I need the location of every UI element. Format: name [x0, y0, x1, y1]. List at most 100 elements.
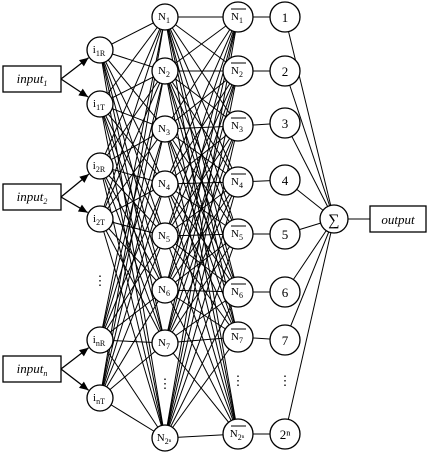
negated-neuron-label-main: N [230, 428, 238, 440]
node-circle [151, 424, 179, 452]
negated-neuron-label-sub: 2ⁿ [238, 433, 245, 442]
edge-input-0-to-n-7 [99, 49, 166, 439]
input-node-label: i2T [93, 213, 105, 227]
edge-input-5-to-n-4 [99, 235, 166, 399]
number-node-label: 2 [282, 64, 289, 79]
input-box-label-main: input [17, 361, 44, 376]
negated-neuron-label: N7 [231, 331, 243, 345]
node-circle [269, 55, 301, 87]
edge-n-2-to-nbar-0 [164, 16, 239, 130]
neuron-node-2: N2 [151, 57, 179, 85]
input-box-3: inputn [2, 355, 62, 383]
input-node-label: i2R [93, 160, 106, 174]
edge-input-5-to-n-6 [99, 342, 166, 399]
negated-neuron-label: N3 [231, 120, 243, 134]
negated-neuron-label-sub: 6 [239, 291, 243, 300]
input-node-label-sub: 2T [96, 218, 105, 227]
negated-neuron-label-main: N [231, 286, 239, 298]
node-circle [269, 324, 301, 356]
neuron-node-4: N4 [151, 170, 179, 198]
arrow-input-1-1-head [78, 57, 89, 67]
edge-n-7-to-nbar-0 [164, 16, 239, 439]
neuron-node-label-main: N [158, 123, 166, 135]
negated-neuron-label: N1 [231, 11, 243, 25]
output-box-frame [369, 205, 427, 233]
edge-input-3-to-n-1 [99, 70, 166, 220]
negated-neuron-label-sub: 4 [239, 181, 243, 190]
node-circle [269, 164, 301, 196]
number-node-label: 3 [282, 116, 289, 131]
negated-neuron-node-7: N7 [222, 321, 254, 353]
input-node-label-sub: nR [96, 339, 106, 348]
number-node-label: 5 [282, 227, 289, 242]
input-node-1: i1R [86, 36, 114, 64]
input-box-label: inputn [17, 361, 48, 378]
edge-n-3-to-nbar-0 [164, 16, 239, 185]
node-circle [86, 384, 114, 412]
neuron-node-label: N6 [158, 284, 170, 298]
input-node-label-sub: 1R [96, 49, 106, 58]
input-node-3: i2R [86, 152, 114, 180]
input-box-label-sub: 1 [43, 79, 47, 88]
input-node-5: inR [86, 326, 114, 354]
edge-n-5-to-nbar-7 [164, 289, 239, 435]
neuron-node-label-sub: 7 [166, 342, 170, 351]
edge-n-6-to-nbar-7 [164, 342, 239, 435]
neuron-node-label-sub: 2ⁿ [165, 437, 172, 446]
edge-n-6-to-nbar-4 [164, 233, 239, 344]
neuron-node-label-sub: 2 [166, 70, 170, 79]
negated-neuron-label-main: N [231, 176, 239, 188]
input-node-label: i1R [93, 44, 106, 58]
neuron-node-5: N5 [151, 222, 179, 250]
edge-n-7-to-nbar-4 [164, 233, 239, 439]
neuron-node-label: N2ⁿ [157, 432, 172, 446]
number-node-4: 4 [269, 164, 301, 196]
edge-num-2-to-sum [284, 122, 335, 220]
node-circle [86, 326, 114, 354]
input-node-label-main: i [93, 334, 96, 346]
sum-node: ∑ [319, 204, 349, 234]
ellipsis-negated-layer: ⋮ [232, 373, 245, 388]
edge-input-3-to-n-6 [99, 218, 166, 344]
node-circle [269, 218, 301, 250]
edge-input-2-to-n-0 [99, 16, 166, 167]
edge-n-6-to-nbar-3 [164, 181, 239, 344]
negated-neuron-label: N5 [231, 228, 243, 242]
node-circle [151, 57, 179, 85]
input-node-4: i2T [86, 205, 114, 233]
negated-neuron-label-main: N [231, 331, 239, 343]
edge-input-3-to-n-7 [99, 218, 166, 439]
neuron-node-label-main: N [158, 284, 166, 296]
negated-neuron-node-8: N2ⁿ [222, 418, 254, 450]
neuron-node-label-sub: 4 [166, 183, 170, 192]
input-node-label: i1T [93, 98, 105, 112]
edge-n-4-to-nbar-0 [164, 16, 239, 237]
neuron-node-label-main: N [158, 337, 166, 349]
node-circle [151, 115, 179, 143]
neuron-node-label: N1 [158, 11, 170, 25]
input-box-label-main: input [17, 189, 44, 204]
input-box-label-sub: 2 [43, 197, 47, 206]
neuron-node-label: N7 [158, 337, 170, 351]
negated-neuron-label-sub: 2 [239, 70, 243, 79]
number-node-7: 7 [269, 324, 301, 356]
edge-input-0-to-n-4 [99, 49, 166, 237]
node-circle [269, 418, 301, 450]
edge-num-1-to-sum [284, 70, 335, 220]
neuron-node-label: N4 [158, 178, 170, 192]
node-circle [86, 90, 114, 118]
neuron-node-label-sub: 3 [166, 128, 170, 137]
edge-n-6-to-nbar-2 [164, 125, 239, 344]
input-box-frame [2, 355, 62, 383]
negated-neuron-node-6: N6 [222, 276, 254, 308]
node-circle [86, 36, 114, 64]
arrow-input-3-1-head [78, 347, 89, 357]
number-node-2: 2 [269, 55, 301, 87]
neuron-node-7: N7 [151, 329, 179, 357]
ellipsis-input-layer: ⋮ [94, 273, 107, 288]
edge-n-7-to-nbar-6 [164, 336, 239, 439]
number-node-1: 1 [269, 1, 301, 33]
edge-input-1-to-n-5 [99, 103, 166, 291]
node-circle [269, 107, 301, 139]
negated-neuron-node-5: N5 [222, 218, 254, 250]
